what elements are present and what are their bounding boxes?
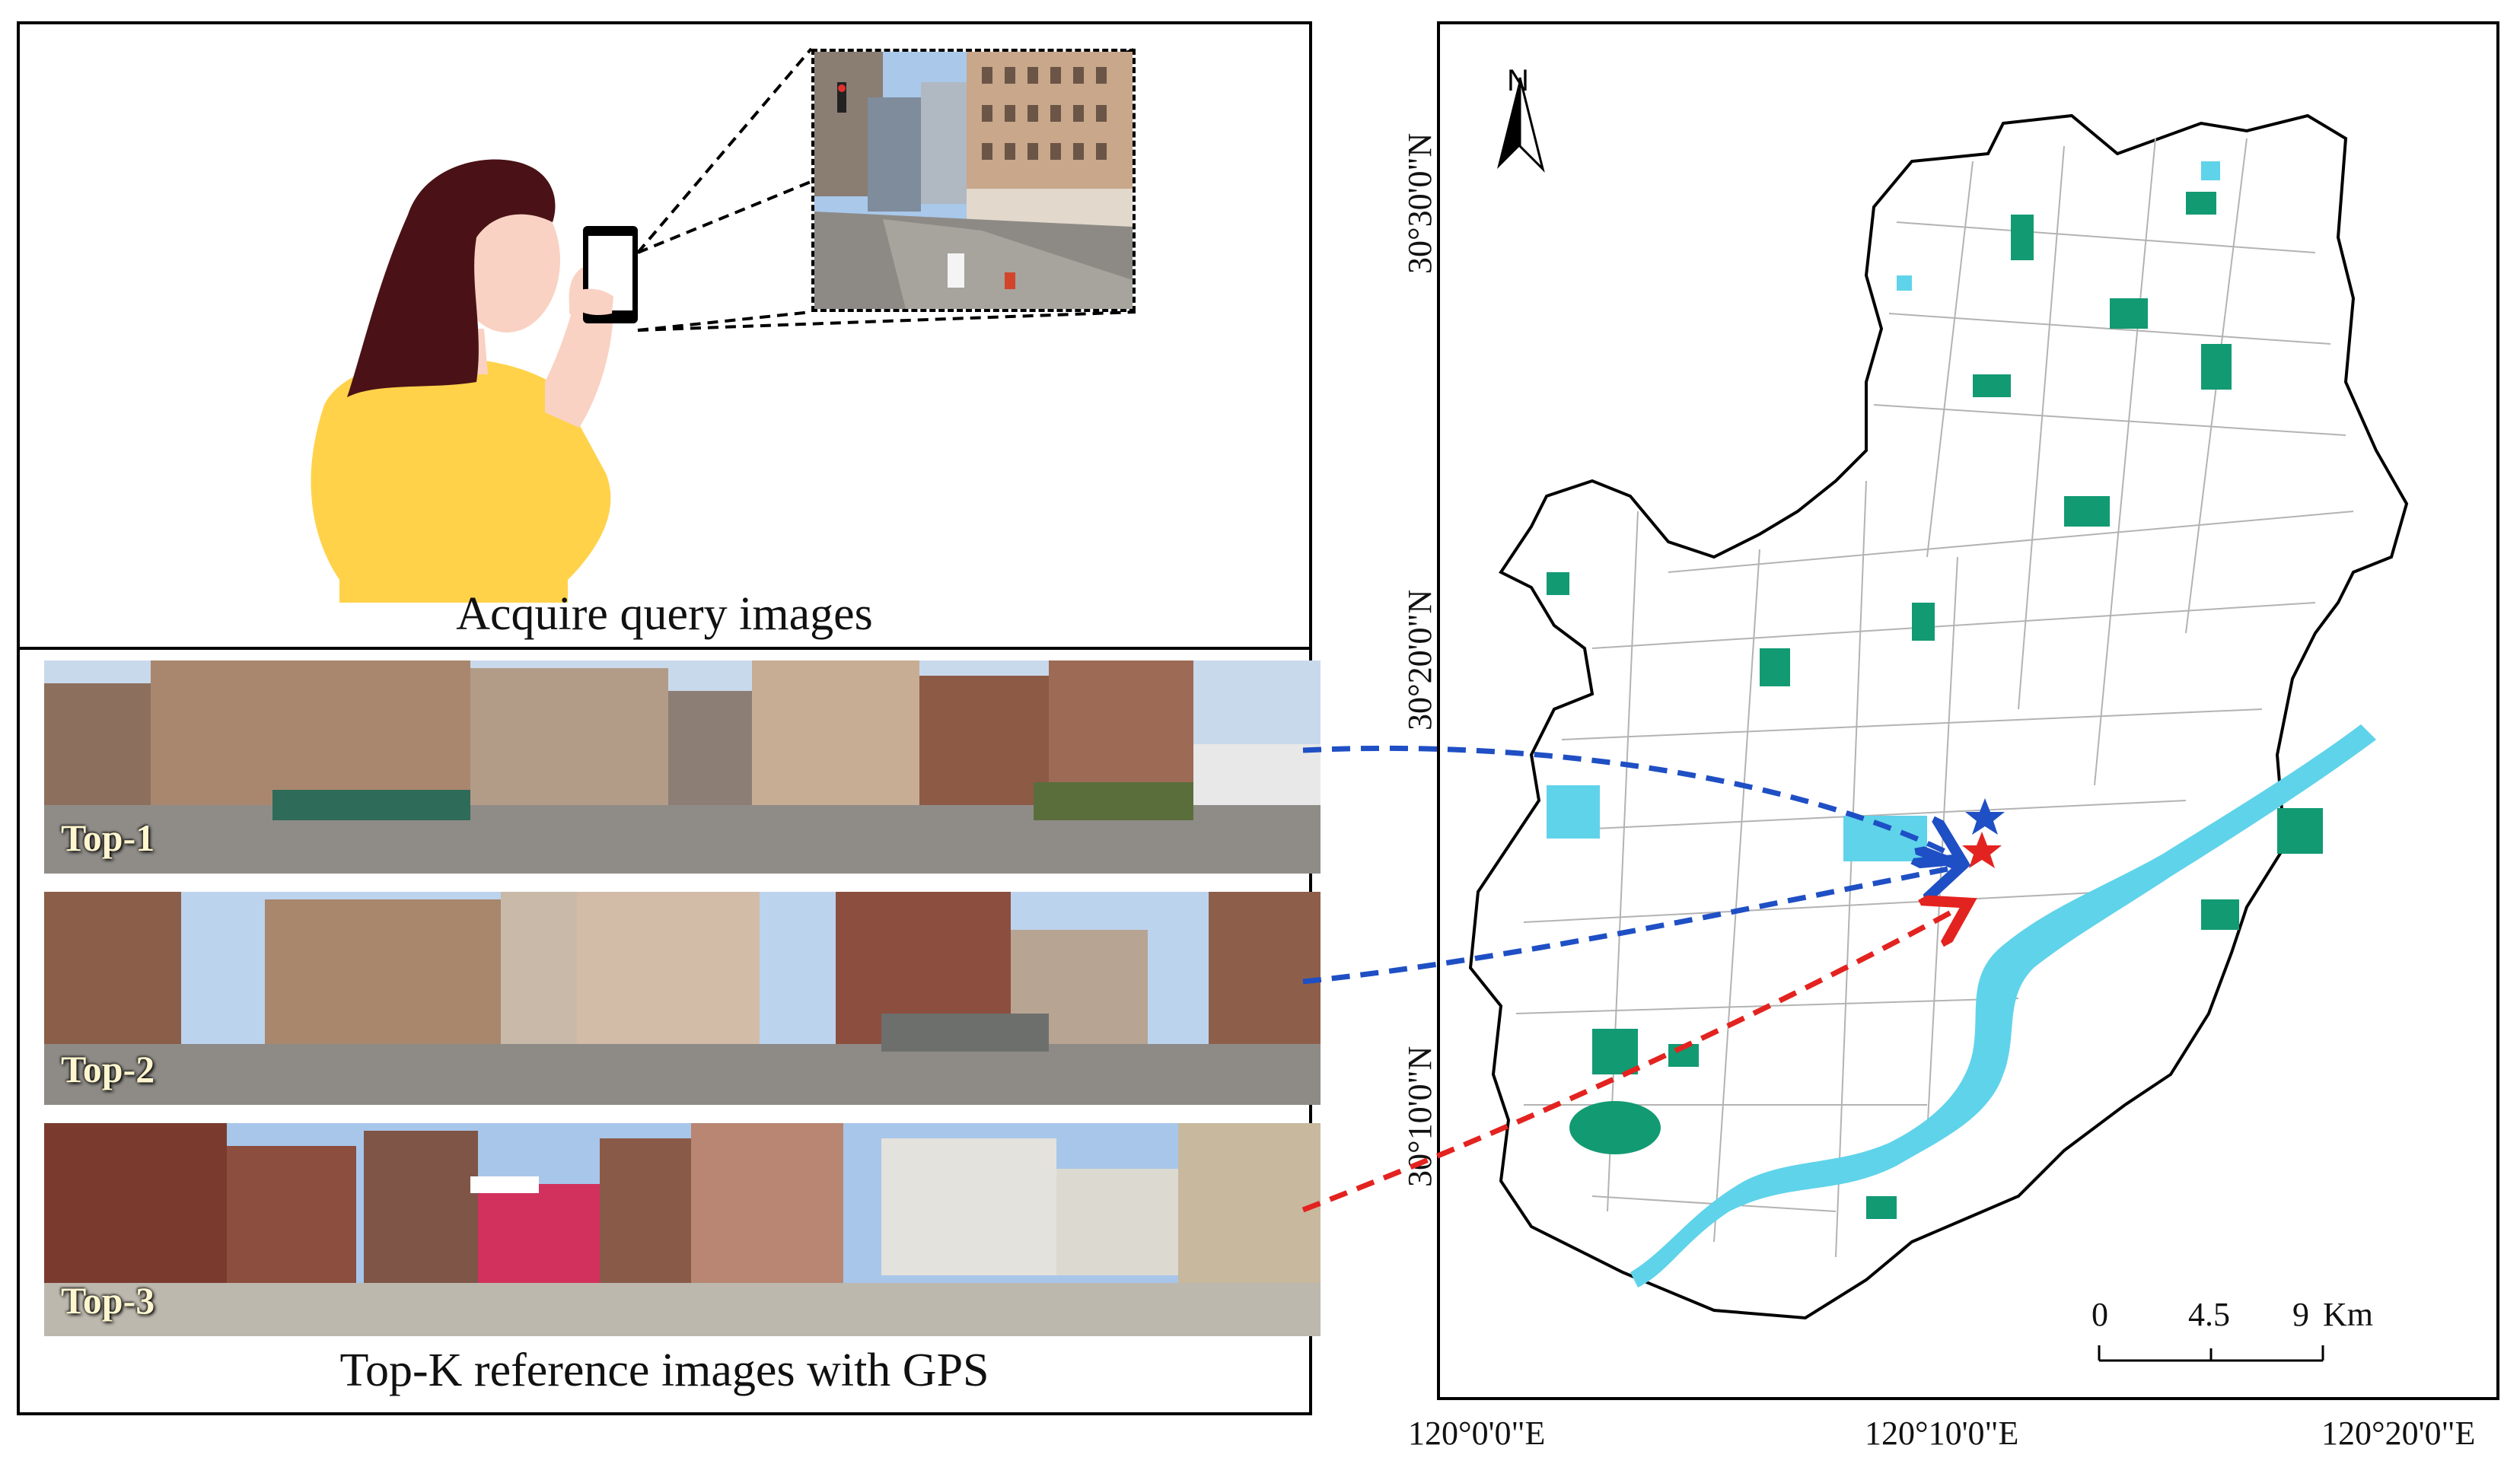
predicted-location-marker: [1965, 798, 2005, 835]
scale-bar-unit: Km: [2323, 1296, 2373, 1333]
arrow-top-1: [1302, 745, 1956, 857]
north-label: N: [1507, 64, 1529, 97]
arrow-top-2: [1302, 867, 1956, 985]
reference-image-top-1: Top-1: [44, 660, 1321, 874]
reference-panel: Top-1 Top-2: [17, 647, 1321, 1415]
city-boundary: [1468, 113, 2409, 1320]
top-2-label: Top-2: [61, 1048, 155, 1090]
lon-tick-120-20: 120°20'0"E: [2321, 1415, 2476, 1452]
arrow-top-3: [1301, 906, 1964, 1213]
map-panel: N 0 4.5 9 Km: [1437, 21, 2499, 1400]
green-areas: [1547, 192, 2323, 1219]
lon-tick-120-0: 120°0'0"E: [1408, 1415, 1546, 1452]
scale-bar-label-4-5: 4.5: [2188, 1296, 2230, 1333]
reference-caption: Top-K reference images with GPS: [339, 1345, 989, 1396]
query-caption: Acquire query images: [456, 588, 873, 640]
query-panel: Acquire query images: [17, 21, 1312, 650]
scale-bar-label-9: 9: [2292, 1296, 2309, 1333]
lon-tick-120-10: 120°10'0"E: [1865, 1415, 2019, 1452]
scale-bar: [2098, 1345, 2324, 1362]
top-3-label: Top-3: [61, 1279, 155, 1322]
ground-truth-location-marker: [1962, 832, 2002, 868]
query-photo: [811, 49, 1136, 312]
woman-with-phone-illustration: [311, 159, 638, 603]
scale-bar-label-0: 0: [2092, 1296, 2108, 1333]
top-1-label: Top-1: [61, 816, 155, 859]
reference-image-top-3: Top-3: [44, 1123, 1321, 1336]
reference-image-top-2: Top-2: [44, 892, 1321, 1105]
city-map: [1468, 77, 2409, 1362]
north-arrow: [1497, 77, 1545, 173]
